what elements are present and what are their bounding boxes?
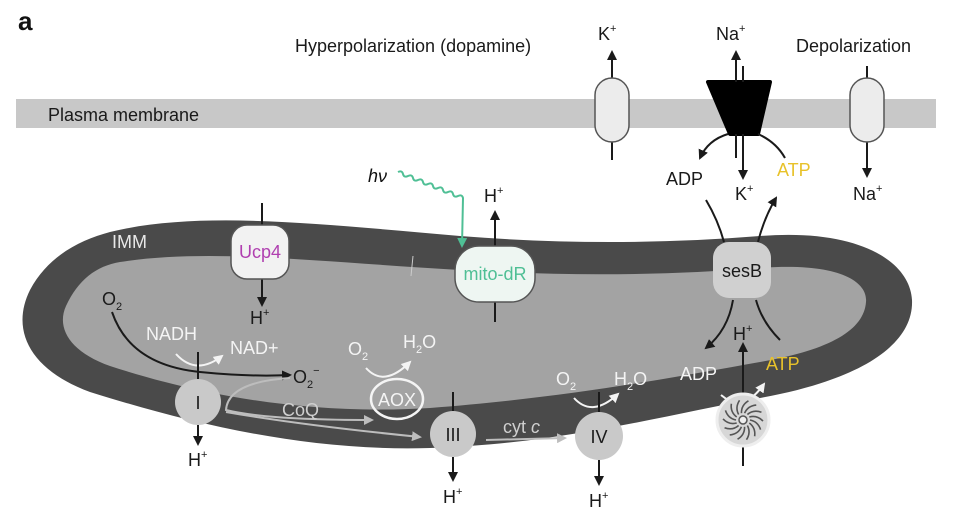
rotor-blade (745, 425, 750, 441)
na-ion-in: Na+ (853, 183, 882, 204)
pump-atp-label: ATP (777, 160, 811, 180)
civ-o2-label: O2 (556, 369, 576, 393)
rotor-blade (724, 424, 740, 430)
cytc-pathway: cyt c (485, 417, 567, 444)
rotor-blade (724, 410, 737, 421)
na-k-pump: Na+ K+ ADP ATP (666, 23, 811, 204)
plasma-membrane-band (16, 99, 456, 128)
complex-iii-circle (430, 411, 476, 457)
matrix (62, 256, 867, 410)
nadh-label: NADH (146, 324, 197, 344)
superoxide-label: O2− (293, 365, 320, 391)
rotor-blade (730, 403, 738, 418)
plasma-membrane-label: Plasma membrane (48, 105, 199, 125)
rotor-blade (729, 426, 743, 436)
ucp4-proton: H+ (250, 307, 269, 328)
mito-dr-proton: H+ (484, 185, 503, 206)
hyperpolarization-label: Hyperpolarization (dopamine) (295, 36, 531, 56)
matrix-atp-label: ATP (766, 354, 800, 374)
civ-h2o-label: H2O (614, 369, 647, 393)
complex-iv-label: IV (590, 427, 607, 447)
aox: O2 H2O AOX (348, 332, 436, 421)
atp-synthase (715, 342, 771, 466)
complex-iv-proton: H+ (589, 490, 608, 511)
complex-iv: O2 H2O IV H+ (556, 369, 647, 511)
rotor-blade (737, 426, 746, 440)
rotor-blade (743, 404, 757, 414)
coq-label: CoQ (282, 400, 319, 420)
matrix-adp-label: ADP (680, 364, 717, 384)
depolarization-label: Depolarization (796, 36, 911, 56)
cytc-label: cyt c (503, 417, 540, 437)
atp-synthase-proton: H+ (733, 323, 752, 344)
aox-label: AOX (378, 390, 416, 410)
na-channel: Na+ (849, 66, 885, 204)
rotor-blade (749, 419, 762, 430)
pump-adp-label: ADP (666, 169, 703, 189)
rotor-blade (740, 400, 749, 414)
complex-i: O2 NADH NAD+ I H+ O2− (102, 289, 320, 470)
k-ion-in: K+ (735, 183, 753, 204)
k-channel: K+ (594, 23, 630, 160)
rotor-blade (748, 422, 756, 437)
panel-label: a (18, 6, 33, 36)
aox-h2o-label: H2O (403, 332, 436, 356)
complex-i-label: I (195, 393, 200, 413)
mito-dr-label: mito-dR (463, 264, 526, 284)
complex-i-proton: H+ (188, 449, 207, 470)
complex-iii-proton: H+ (443, 486, 462, 507)
k-ion-out: K+ (598, 23, 616, 44)
imm-label: IMM (112, 232, 147, 252)
rotor-blade (746, 410, 762, 416)
aox-o2-label: O2 (348, 339, 368, 363)
complex-iii-label: III (445, 425, 460, 445)
sesb-label: sesB (722, 261, 762, 281)
rotor-blade (722, 418, 737, 425)
coq-pathway: CoQ (224, 377, 422, 442)
mito-dr-protein: mito-dR H+ (454, 185, 536, 322)
ucp4-protein: Ucp4 H+ (230, 203, 290, 328)
complex-iii: III H+ (430, 392, 476, 507)
nad-label: NAD+ (230, 338, 279, 358)
complex-iv-circle (575, 412, 623, 460)
light-input: hν (368, 166, 468, 248)
o2-label: O2 (102, 289, 122, 313)
light-label: hν (368, 166, 387, 186)
na-ion-out: Na+ (716, 23, 745, 44)
rotor-blade (749, 415, 764, 422)
light-wave-icon (397, 170, 468, 248)
rotor-blade (736, 399, 741, 415)
complex-i-circle (175, 379, 221, 425)
sesb-protein: sesB H+ ADP ATP (680, 196, 800, 384)
ucp4-label: Ucp4 (239, 242, 281, 262)
